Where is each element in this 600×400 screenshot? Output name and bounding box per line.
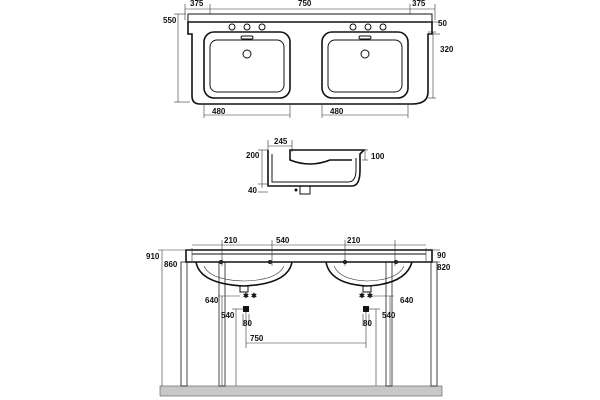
- front-dim-c: 210: [347, 236, 361, 245]
- front-left-bowl: [195, 261, 293, 287]
- left-pipe-outlet: [243, 306, 249, 312]
- top-right-bowl-inner: [327, 39, 403, 93]
- svg-text:✱: ✱: [243, 292, 249, 300]
- top-dim-left-end: 375: [190, 0, 204, 8]
- leg-far-right: [430, 261, 438, 387]
- side-dim-height: 200: [246, 151, 260, 160]
- front-dim-bowl-height: 860: [164, 260, 178, 269]
- front-dim-pipe-spacing: 750: [250, 334, 264, 343]
- right-pipe-outlet: [363, 306, 369, 312]
- top-right-drain: [360, 49, 370, 59]
- top-left-bowl-inner: [209, 39, 285, 93]
- front-dim-top-thickness: 90: [437, 251, 446, 260]
- front-dim-trap-right: 640: [400, 296, 414, 305]
- side-drain: [299, 185, 311, 195]
- top-dim-right-end: 375: [412, 0, 426, 8]
- top-left-bowl-outer: [203, 31, 291, 99]
- svg-text:✱: ✱: [367, 292, 373, 300]
- side-basin-profile: [267, 149, 366, 187]
- top-dim-bowl-left: 480: [212, 107, 226, 116]
- front-dim-pipe-left: 540: [221, 311, 235, 320]
- front-dim-pipe-right: 540: [382, 311, 396, 320]
- front-view: 210 540 210 ✱ ✱ ✱ ✱ 910 860 90: [146, 236, 451, 397]
- svg-text:✱: ✱: [251, 292, 257, 300]
- top-view: 375 750 375 550 50 3: [163, 0, 454, 118]
- front-dim-a: 210: [224, 236, 238, 245]
- front-dim-rim-height: 820: [437, 263, 451, 272]
- top-right-bowl-outer: [321, 31, 409, 99]
- side-view: 245 200 40 100: [246, 137, 385, 195]
- side-dim-drain: 40: [248, 186, 257, 195]
- top-left-drain: [242, 49, 252, 59]
- leg-right: [385, 261, 393, 387]
- top-dim-center: 750: [298, 0, 312, 8]
- front-dim-b: 540: [276, 236, 290, 245]
- top-dim-bowl-depth: 320: [440, 45, 454, 54]
- front-dim-pipe-width-left: 80: [243, 319, 252, 328]
- top-dim-depth: 550: [163, 16, 177, 25]
- floor: [159, 385, 443, 397]
- leg-far-left: [180, 261, 188, 387]
- top-dim-rim: 50: [438, 19, 447, 28]
- front-dim-trap-left: 640: [205, 296, 219, 305]
- side-dim-rim: 100: [371, 152, 385, 161]
- front-dim-pipe-width-right: 80: [363, 319, 372, 328]
- svg-text:✱: ✱: [359, 292, 365, 300]
- top-dim-bowl-right: 480: [330, 107, 344, 116]
- front-right-bowl: [325, 261, 413, 287]
- side-dim-depth: 245: [274, 137, 288, 146]
- front-dim-total-height: 910: [146, 252, 160, 261]
- top-basin-outline: [187, 21, 433, 105]
